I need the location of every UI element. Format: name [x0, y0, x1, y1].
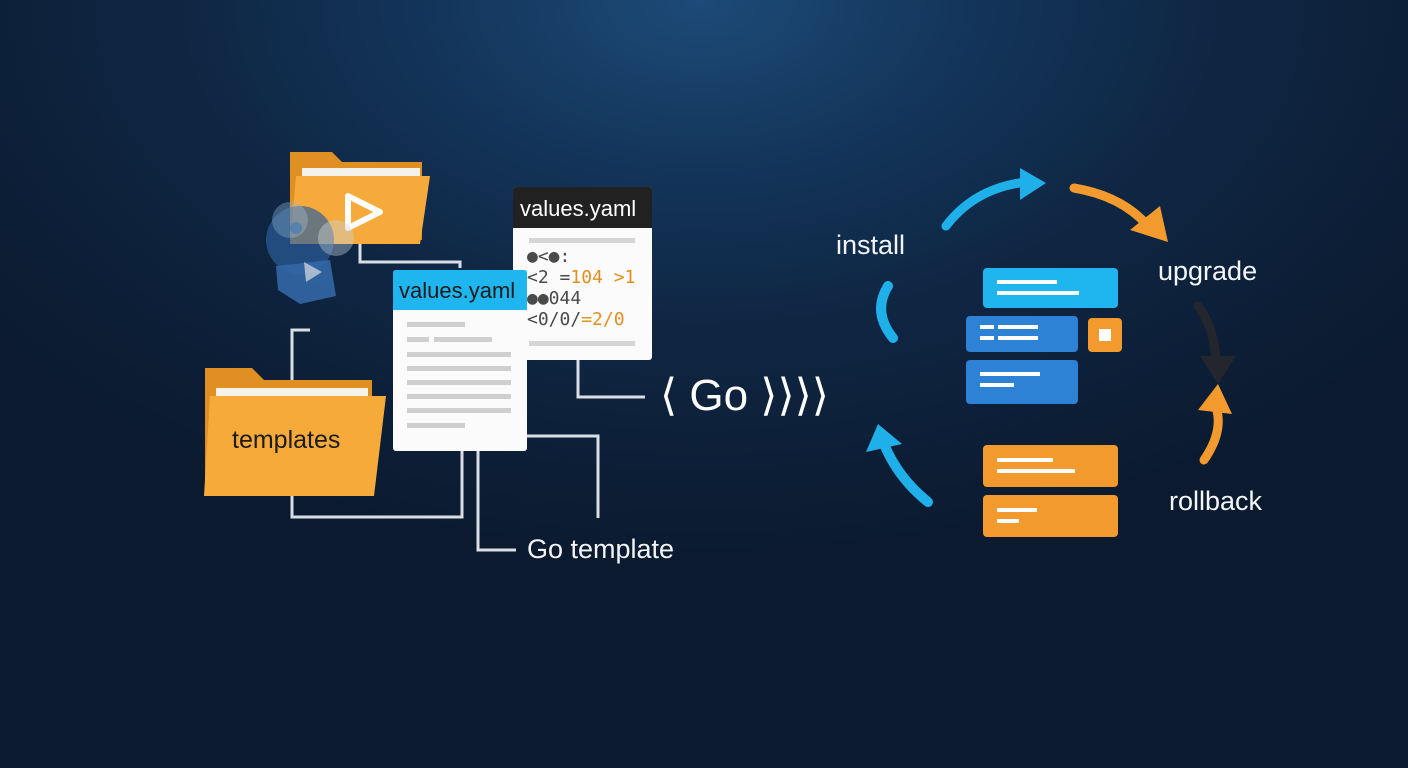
templates-folder-label: templates [232, 426, 341, 454]
connector-top-folder [358, 240, 462, 268]
values-line-1: ●<●: [527, 246, 571, 267]
values-back-title: values.yaml [520, 196, 637, 221]
arrow-install-arc [876, 281, 898, 343]
values-front-card [393, 270, 527, 451]
templates-folder-icon [204, 368, 386, 496]
helm-logo-icon [266, 202, 354, 304]
arrow-rollback [1198, 384, 1232, 465]
release-stack [966, 268, 1122, 537]
rollback-label: rollback [1169, 486, 1263, 516]
values-line-4: <0/0/=2/0 [527, 309, 625, 330]
arrow-upgrade [1069, 183, 1168, 242]
arrow-install-bottom [866, 424, 933, 507]
play-icon [345, 193, 383, 231]
values-line-3: ●●044 [527, 288, 582, 309]
arrow-install-top [941, 168, 1046, 231]
arrow-dark [1193, 301, 1236, 384]
release-card [983, 495, 1118, 537]
release-card [983, 445, 1118, 487]
release-card [966, 316, 1078, 352]
values-front-title: values.yaml [399, 278, 516, 303]
values-line-2: <2 =104 >1 [527, 267, 636, 288]
install-label: install [836, 230, 906, 260]
go-symbol: ⟨ Go ⟩⟩⟩⟩ [660, 371, 829, 420]
connector-left-bracket [290, 328, 464, 519]
connector-to-go [576, 360, 645, 399]
connector-go-template [476, 450, 516, 552]
upgrade-label: upgrade [1158, 256, 1258, 286]
release-card [966, 360, 1078, 404]
release-card [983, 268, 1118, 308]
go-template-label: Go template [527, 534, 675, 564]
values-back-card [513, 187, 652, 360]
